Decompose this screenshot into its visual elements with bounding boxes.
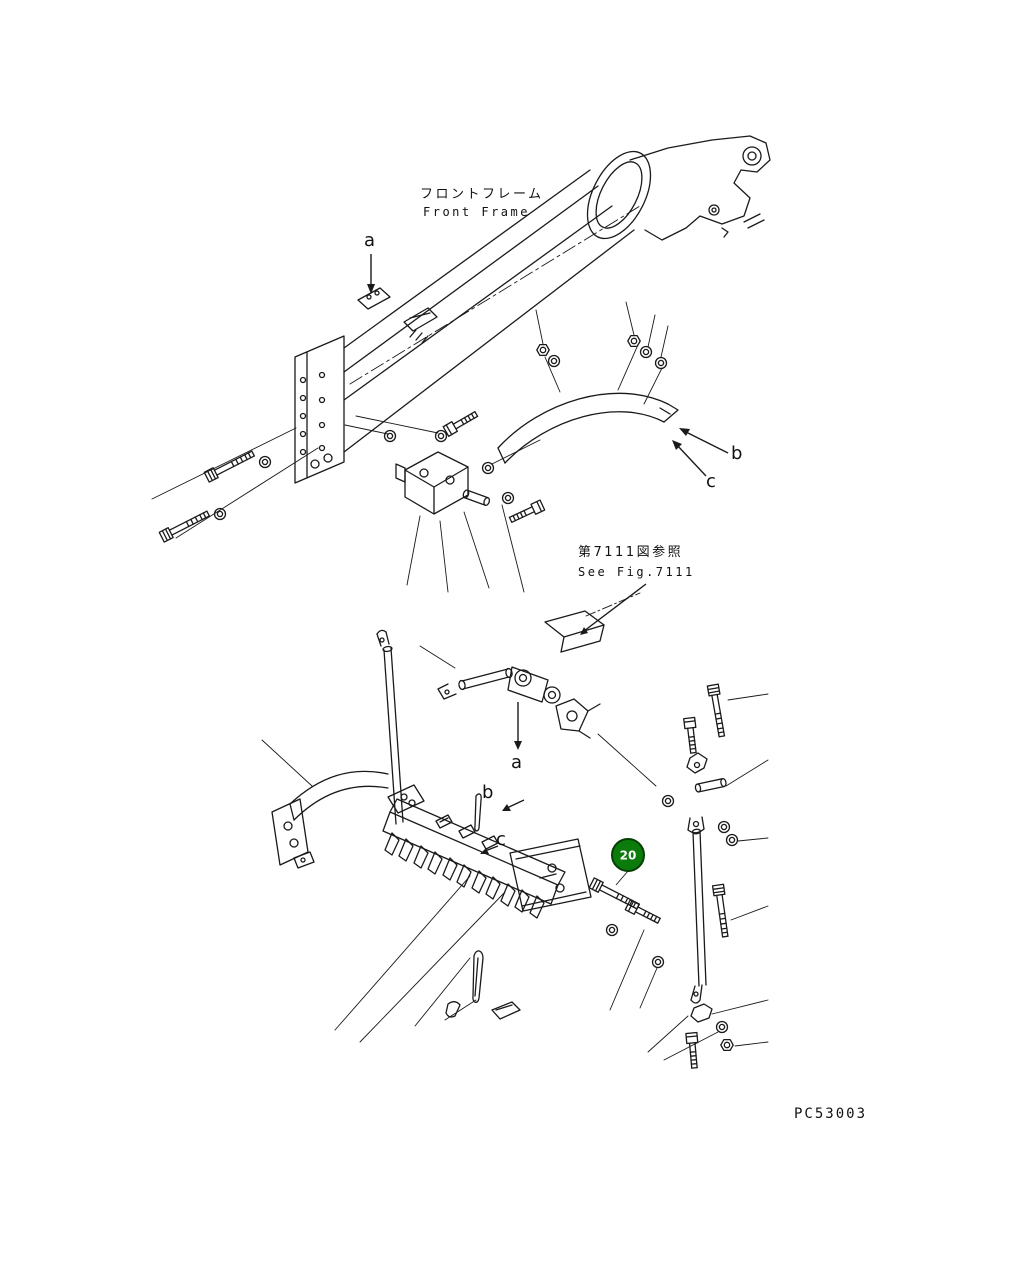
part-badge-number: 20 <box>620 849 637 863</box>
bolt-cluster-bottom <box>588 877 665 1011</box>
drawing-code: PC53003 <box>794 1106 867 1122</box>
upper-arm-drawing <box>497 392 679 464</box>
callout-b-bottom: b <box>482 782 493 803</box>
part-badge-20[interactable]: 20 <box>611 838 645 886</box>
left-arm-drawing <box>261 739 389 869</box>
right-link-drawing <box>647 683 769 1070</box>
callout-a-bottom: a <box>511 752 522 773</box>
callout-c-bottom: c <box>496 829 506 850</box>
callout-c-top: c <box>706 471 716 492</box>
linkage-drawing <box>419 592 657 787</box>
front-frame-label-jp: フロントフレーム <box>420 187 544 202</box>
leader-lines-top <box>151 301 669 593</box>
top-fastener-group <box>158 334 668 543</box>
callout-a-top: a <box>364 230 375 251</box>
ripper-beam-drawing <box>334 784 592 1043</box>
see-fig-label-jp: 第7111図参照 <box>578 544 683 560</box>
front-frame-drawing <box>294 135 771 484</box>
stabilizer-bar-left-drawing <box>376 629 404 825</box>
callout-arrows <box>370 254 729 852</box>
arrowheads <box>367 284 690 854</box>
callout-b-top: b <box>731 443 742 464</box>
see-fig-label-en: See Fig.7111 <box>578 565 695 579</box>
front-frame-label-en: Front Frame <box>423 205 530 219</box>
pivot-bracket-drawing <box>395 451 491 515</box>
